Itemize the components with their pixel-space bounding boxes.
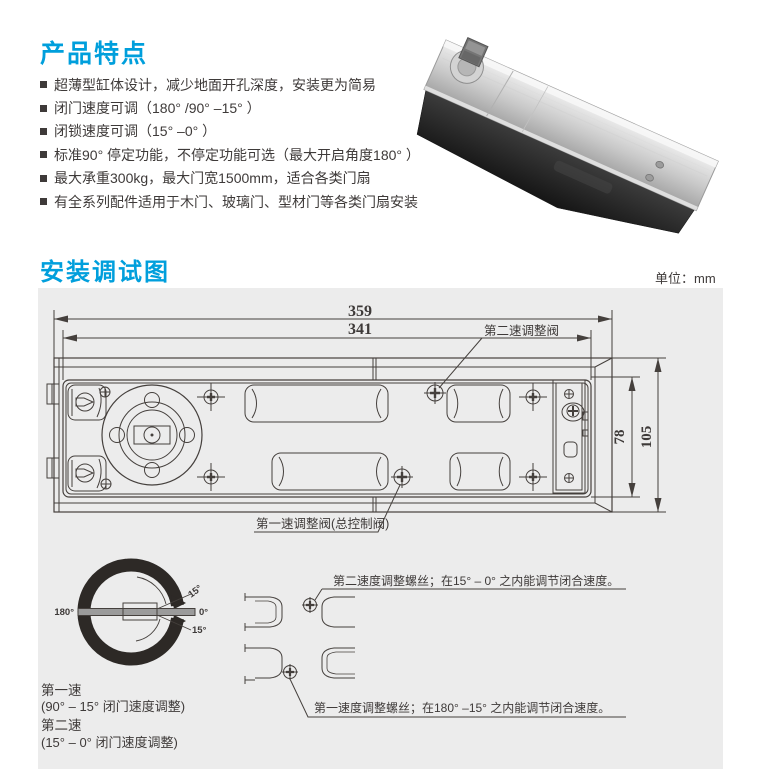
right-end-bracket — [552, 379, 589, 494]
body-slots — [244, 384, 511, 491]
plate-screw — [645, 173, 654, 182]
anchor-lug — [46, 383, 60, 405]
feature-text: 最大承重300kg，最大门宽1500mm，适合各类门扇 — [54, 170, 371, 187]
plate-seam — [521, 86, 549, 133]
feature-item: 超薄型缸体设计，减少地面开孔深度，安装更为简易 — [40, 73, 420, 96]
feature-item: 闭门速度可调（180° /90° –15° ） — [40, 96, 420, 119]
product-photo — [398, 14, 762, 238]
anchor-lug — [46, 457, 60, 479]
second-speed-range: (15° – 0° 闭门速度调整) — [41, 735, 178, 750]
dim-359: 359 — [348, 303, 372, 320]
installation-diagram-panel: 359 341 第二速调整阀 — [38, 288, 723, 769]
second-speed-valve-label: 第二速调整阀 — [484, 323, 559, 338]
feature-text: 闭门速度可调（180° /90° –15° ） — [54, 100, 261, 117]
feature-text: 闭锁速度可调（15° –0° ） — [54, 123, 217, 140]
second-speed-valve-callout: 第二速调整阀 — [438, 323, 559, 389]
bullet-square-icon — [40, 174, 47, 182]
bullet-square-icon — [40, 151, 47, 159]
angle-15-lower-label: 15° — [192, 625, 207, 636]
cross-section-second-speed: 第二速度调整螺丝；在15° – 0° 之内能调节闭合速度。 — [244, 573, 626, 631]
cross-section-first-speed: 第一速度调整螺丝；在180° –15° 之内能调节闭合速度。 — [244, 644, 626, 718]
installation-diagram: 359 341 第二速调整阀 — [41, 303, 666, 750]
door-swing-diagram: 180° 0° 15° 15° — [54, 558, 208, 666]
angle-15-upper-label: 15° — [186, 583, 204, 600]
second-speed-title: 第二速 — [41, 717, 82, 733]
feature-item: 标准90° 停定功能，不停定功能可选（最大开启角度180° ） — [40, 143, 420, 166]
first-speed-range: (90° – 15° 闭门速度调整) — [41, 699, 185, 714]
first-speed-valve-label: 第一速调整阀(总控制阀) — [256, 516, 389, 531]
cover-plate-outline — [53, 357, 613, 513]
plate-edge-strip — [424, 85, 698, 211]
floor-spring-photo — [416, 37, 719, 234]
second-speed-screw-note: 第二速度调整螺丝；在15° – 0° 之内能调节闭合速度。 — [333, 573, 619, 588]
bullet-square-icon — [40, 127, 47, 135]
features-list: 超薄型缸体设计，减少地面开孔深度，安装更为简易 闭门速度可调（180° /90°… — [40, 73, 420, 213]
feature-text: 超薄型缸体设计，减少地面开孔深度，安装更为简易 — [54, 76, 376, 93]
mount-bracket-bottom — [67, 455, 112, 492]
embossed-logo-area — [553, 160, 613, 194]
feature-text: 标准90° 停定功能，不停定功能可选（最大开启角度180° ） — [54, 146, 420, 163]
bullet-square-icon — [40, 104, 47, 112]
dim-105: 105 — [639, 426, 655, 449]
unit-label: 单位：mm — [655, 271, 716, 286]
dim-78: 78 — [612, 430, 628, 445]
dim-341: 341 — [348, 321, 372, 338]
first-speed-screw-note: 第一速度调整螺丝；在180° –15° 之内能调节闭合速度。 — [314, 700, 610, 715]
door-leaf-bar — [77, 608, 196, 616]
plate-seam — [486, 70, 514, 117]
spindle-assembly — [101, 384, 203, 486]
plate-screw — [655, 160, 665, 169]
dimension-total-height: 105 — [612, 357, 666, 513]
first-speed-valve-screw — [391, 466, 413, 488]
bullet-square-icon — [40, 198, 47, 206]
angle-180-label: 180° — [54, 607, 74, 618]
plan-view: 第一速调整阀(总控制阀) — [46, 357, 613, 533]
body-outline — [62, 379, 592, 498]
plate-top-highlight — [443, 40, 719, 168]
first-speed-valve-callout: 第一速调整阀(总控制阀) — [254, 484, 401, 533]
feature-item: 闭锁速度可调（15° –0° ） — [40, 120, 420, 143]
diagram-heading: 安装调试图 — [40, 259, 170, 286]
dimension-body-length: 341 — [62, 321, 592, 380]
crosshair-screws — [197, 383, 547, 491]
bullet-square-icon — [40, 81, 47, 89]
second-speed-valve-screw — [424, 382, 446, 404]
first-speed-title: 第一速 — [41, 682, 82, 698]
feature-item: 最大承重300kg，最大门宽1500mm，适合各类门扇 — [40, 167, 420, 190]
feature-item: 有全系列配件适用于木门、玻璃门、型材门等各类门扇安装 — [40, 190, 420, 213]
features-heading: 产品特点 — [40, 40, 149, 68]
plate-joint-lines — [372, 358, 377, 512]
dimension-total-length: 359 — [53, 303, 613, 358]
angle-0-label: 0° — [199, 607, 208, 618]
feature-text: 有全系列配件适用于木门、玻璃门、型材门等各类门扇安装 — [54, 193, 418, 210]
speed-legend: 第一速 (90° – 15° 闭门速度调整) 第二速 (15° – 0° 闭门速… — [41, 682, 185, 750]
mount-bracket-top — [67, 384, 111, 421]
dimension-body-height: 78 — [591, 376, 640, 498]
